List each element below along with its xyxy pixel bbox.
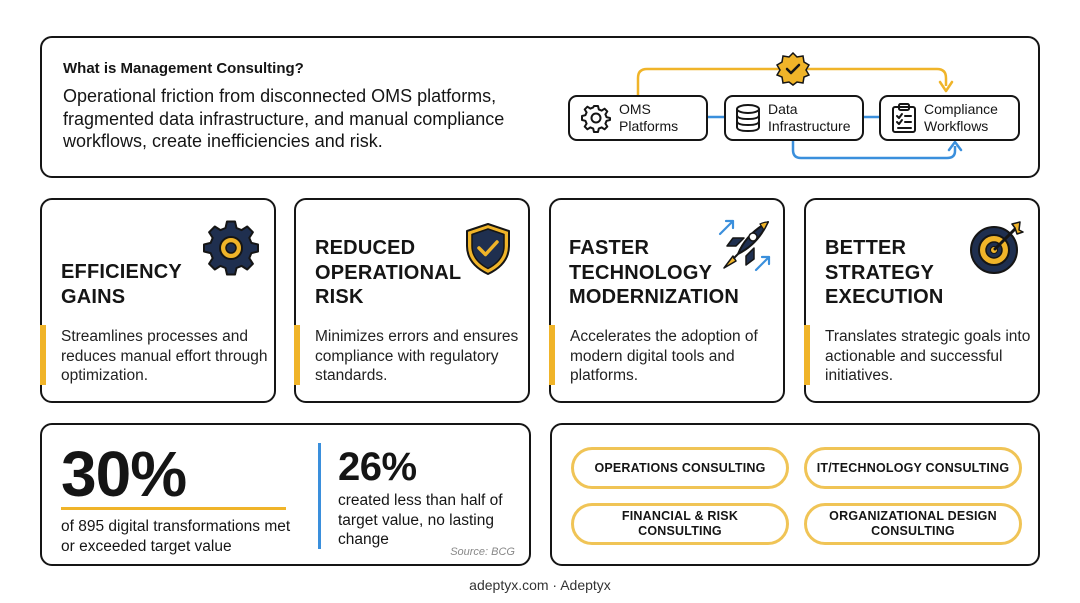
- feature-title: EFFICIENCY GAINS: [61, 261, 182, 308]
- stat-secondary-value: 26%: [338, 445, 417, 489]
- flow-step-compliance: Compliance Workflows: [879, 95, 1020, 141]
- feature-desc: Streamlines processes and reduces manual…: [61, 328, 268, 384]
- feature-title: FASTER TECHNOLOGY MODERNIZATION: [569, 237, 739, 308]
- feature-desc: Translates strategic goals into actionab…: [825, 328, 1031, 384]
- service-pill-financial-risk: FINANCIAL & RISK CONSULTING: [571, 503, 789, 545]
- feature-desc: Accelerates the adoption of modern digit…: [570, 328, 758, 384]
- source-note: Source: BCG: [450, 546, 515, 558]
- service-pill-operations: OPERATIONS CONSULTING: [571, 447, 789, 489]
- services-card: OPERATIONS CONSULTING IT/TECHNOLOGY CONS…: [550, 423, 1040, 566]
- feature-card-modernization: FASTER TECHNOLOGY MODERNIZATION Accelera…: [549, 198, 785, 403]
- service-pill-it-technology: IT/TECHNOLOGY CONSULTING: [804, 447, 1022, 489]
- flow-step-oms: OMS Platforms: [568, 95, 708, 141]
- feature-card-efficiency: EFFICIENCY GAINS Streamlines processes a…: [40, 198, 276, 403]
- feature-title: BETTER STRATEGY EXECUTION: [825, 237, 944, 308]
- shield-check-icon: [466, 223, 510, 275]
- flow-step-label: OMS Platforms: [619, 101, 679, 134]
- stat-primary-value: 30%: [61, 438, 187, 510]
- stat-underline: [61, 507, 286, 510]
- stat-primary-desc: of 895 digital transformations met or ex…: [61, 518, 291, 555]
- gear-icon: [203, 220, 259, 276]
- clipboard-checklist-icon: [892, 103, 916, 133]
- stat-secondary-desc: created less than half of target value, …: [338, 492, 503, 548]
- database-icon: [736, 104, 760, 133]
- intro-kicker: What is Management Consulting?: [63, 60, 304, 77]
- intro-body: Operational friction from disconnected O…: [63, 86, 505, 151]
- intro-card: What is Management Consulting? Operation…: [40, 36, 1040, 178]
- feature-title: REDUCED OPERATIONAL RISK: [315, 237, 461, 308]
- feature-desc: Minimizes errors and ensures compliance …: [315, 328, 519, 384]
- badge-check-icon: [776, 52, 810, 86]
- accent-bar: [804, 325, 810, 385]
- flow-step-label: Data Infrastructure: [768, 101, 851, 134]
- stats-card: 30% of 895 digital transformations met o…: [40, 423, 531, 566]
- accent-bar: [549, 325, 555, 385]
- target-icon: [970, 221, 1024, 274]
- flow-step-data: Data Infrastructure: [724, 95, 864, 141]
- gear-icon: [581, 105, 611, 133]
- service-pill-organizational-design: ORGANIZATIONAL DESIGN CONSULTING: [804, 503, 1022, 545]
- feature-card-risk: REDUCED OPERATIONAL RISK Minimizes error…: [294, 198, 530, 403]
- feature-card-strategy: BETTER STRATEGY EXECUTION Translates str…: [804, 198, 1040, 403]
- rocket-icon: [718, 219, 771, 272]
- accent-bar: [294, 325, 300, 385]
- footer-credit: adeptyx.com · Adeptyx: [469, 577, 611, 593]
- stat-divider: [318, 443, 321, 549]
- flow-step-label: Compliance Workflows: [924, 101, 998, 134]
- accent-bar: [40, 325, 46, 385]
